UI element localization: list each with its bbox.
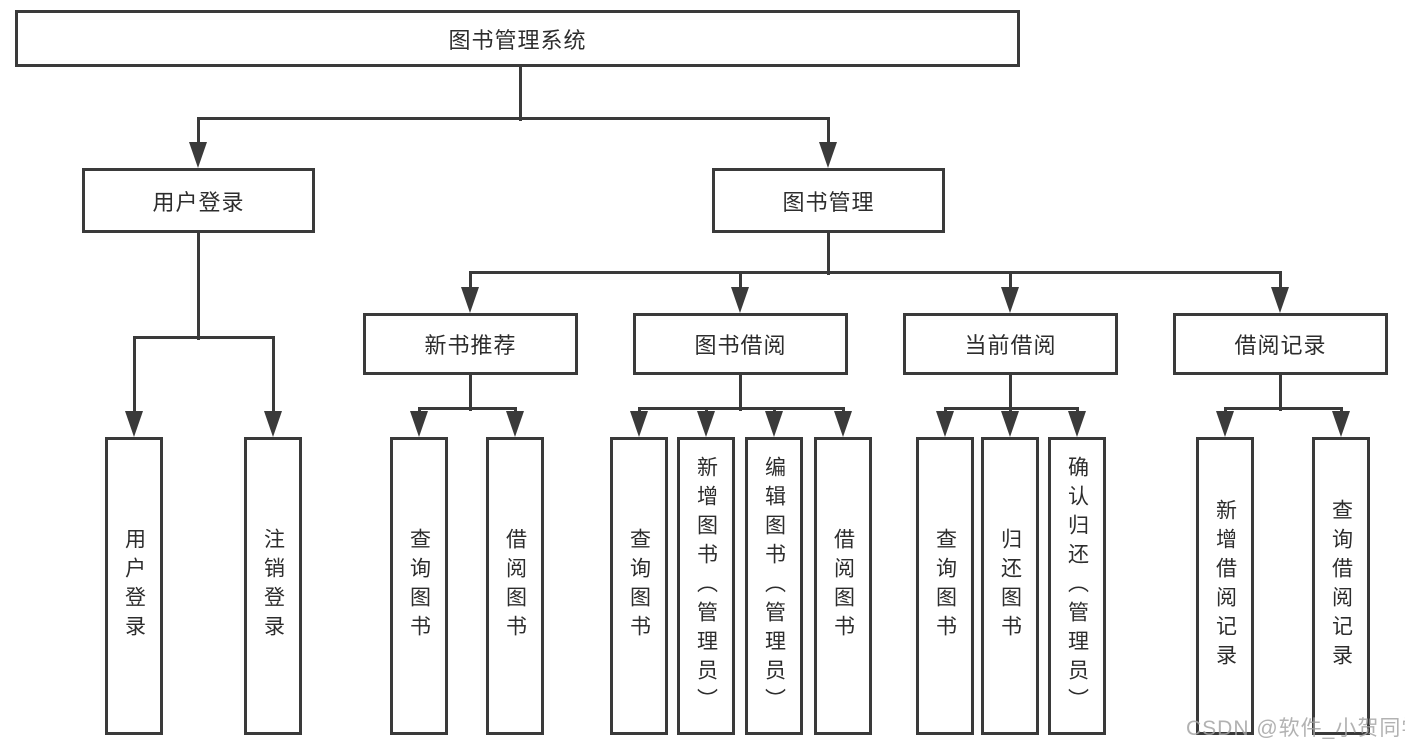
connector-stem: [518, 67, 522, 121]
arrowhead-down-icon: [461, 287, 479, 313]
node-label: 图书借阅: [694, 333, 787, 358]
arrowhead-down-icon: [819, 142, 837, 168]
leaf-user-login: 用户登录: [105, 437, 163, 735]
connector-bar: [637, 406, 845, 410]
arrowhead-down-icon: [1216, 411, 1234, 437]
connector-stem: [826, 233, 830, 275]
arrowhead-down-icon: [834, 411, 852, 437]
connector-bar: [468, 270, 1282, 274]
node-label: 新书推荐: [424, 333, 517, 358]
leaf-label: 注销登录: [261, 528, 285, 644]
arrowhead-down-icon: [125, 411, 143, 437]
leaf-label: 查询借阅记录: [1329, 499, 1353, 673]
node-label: 用户登录: [152, 189, 245, 215]
node-label: 图书管理系统: [448, 27, 587, 53]
leaf-label: 查询图书: [627, 528, 651, 644]
node-current-borrowing: 当前借阅: [903, 313, 1118, 375]
leaf-logout: 注销登录: [244, 437, 302, 735]
node-label: 图书管理: [782, 189, 875, 215]
arrowhead-down-icon: [936, 411, 954, 437]
leaf-label: 查询图书: [933, 528, 957, 644]
arrowhead-down-icon: [1001, 287, 1019, 313]
leaf-query-books-1: 查询图书: [390, 437, 448, 735]
arrowhead-down-icon: [189, 142, 207, 168]
leaf-borrow-books-1: 借阅图书: [486, 437, 544, 735]
connector-bar: [417, 406, 517, 410]
node-new-book-recommend: 新书推荐: [363, 313, 578, 375]
leaf-return-books: 归还图书: [981, 437, 1039, 735]
node-borrowing-records: 借阅记录: [1173, 313, 1388, 375]
arrowhead-down-icon: [1271, 287, 1289, 313]
node-user-login-branch: 用户登录: [82, 168, 315, 233]
arrowhead-down-icon: [506, 411, 524, 437]
arrowhead-down-icon: [1332, 411, 1350, 437]
arrowhead-down-icon: [1001, 411, 1019, 437]
watermark: CSDN @软件_小贺同学: [1186, 717, 1405, 740]
connector-stem: [468, 375, 472, 411]
leaf-label: 新增借阅记录: [1213, 499, 1237, 673]
connector-bar: [1223, 406, 1343, 410]
arrowhead-down-icon: [1068, 411, 1086, 437]
connector-bar: [196, 116, 830, 120]
connector-drop: [132, 337, 136, 431]
node-library-management-system: 图书管理系统: [15, 10, 1020, 67]
connector-stem: [738, 375, 742, 411]
connector-stem: [196, 233, 200, 340]
leaf-edit-books-admin: 编辑图书（管理员）: [745, 437, 803, 735]
leaf-label: 借阅图书: [831, 528, 855, 644]
leaf-label: 用户登录: [122, 528, 146, 644]
connector-stem: [1278, 375, 1282, 411]
leaf-borrow-books-2: 借阅图书: [814, 437, 872, 735]
leaf-confirm-return-admin: 确认归还（管理员）: [1048, 437, 1106, 735]
leaf-label: 确认归还（管理员）: [1065, 455, 1089, 717]
connector-drop: [826, 118, 830, 162]
arrowhead-down-icon: [765, 411, 783, 437]
leaf-query-borrow-record: 查询借阅记录: [1312, 437, 1370, 735]
leaf-add-books-admin: 新增图书（管理员）: [677, 437, 735, 735]
leaf-label: 新增图书（管理员）: [694, 455, 718, 717]
leaf-label: 归还图书: [998, 528, 1022, 644]
leaf-label: 借阅图书: [503, 528, 527, 644]
node-book-management-branch: 图书管理: [712, 168, 945, 233]
node-label: 当前借阅: [964, 333, 1057, 358]
connector-stem: [1008, 375, 1012, 411]
leaf-label: 查询图书: [407, 528, 431, 644]
arrowhead-down-icon: [731, 287, 749, 313]
arrowhead-down-icon: [410, 411, 428, 437]
leaf-add-borrow-record: 新增借阅记录: [1196, 437, 1254, 735]
arrowhead-down-icon: [630, 411, 648, 437]
leaf-query-books-3: 查询图书: [916, 437, 974, 735]
node-book-borrowing: 图书借阅: [633, 313, 848, 375]
connector-drop: [271, 337, 275, 431]
leaf-query-books-2: 查询图书: [610, 437, 668, 735]
arrowhead-down-icon: [697, 411, 715, 437]
leaf-label: 编辑图书（管理员）: [762, 455, 786, 717]
node-label: 借阅记录: [1234, 333, 1327, 358]
connector-drop: [196, 118, 200, 162]
arrowhead-down-icon: [264, 411, 282, 437]
connector-bar: [132, 335, 275, 339]
